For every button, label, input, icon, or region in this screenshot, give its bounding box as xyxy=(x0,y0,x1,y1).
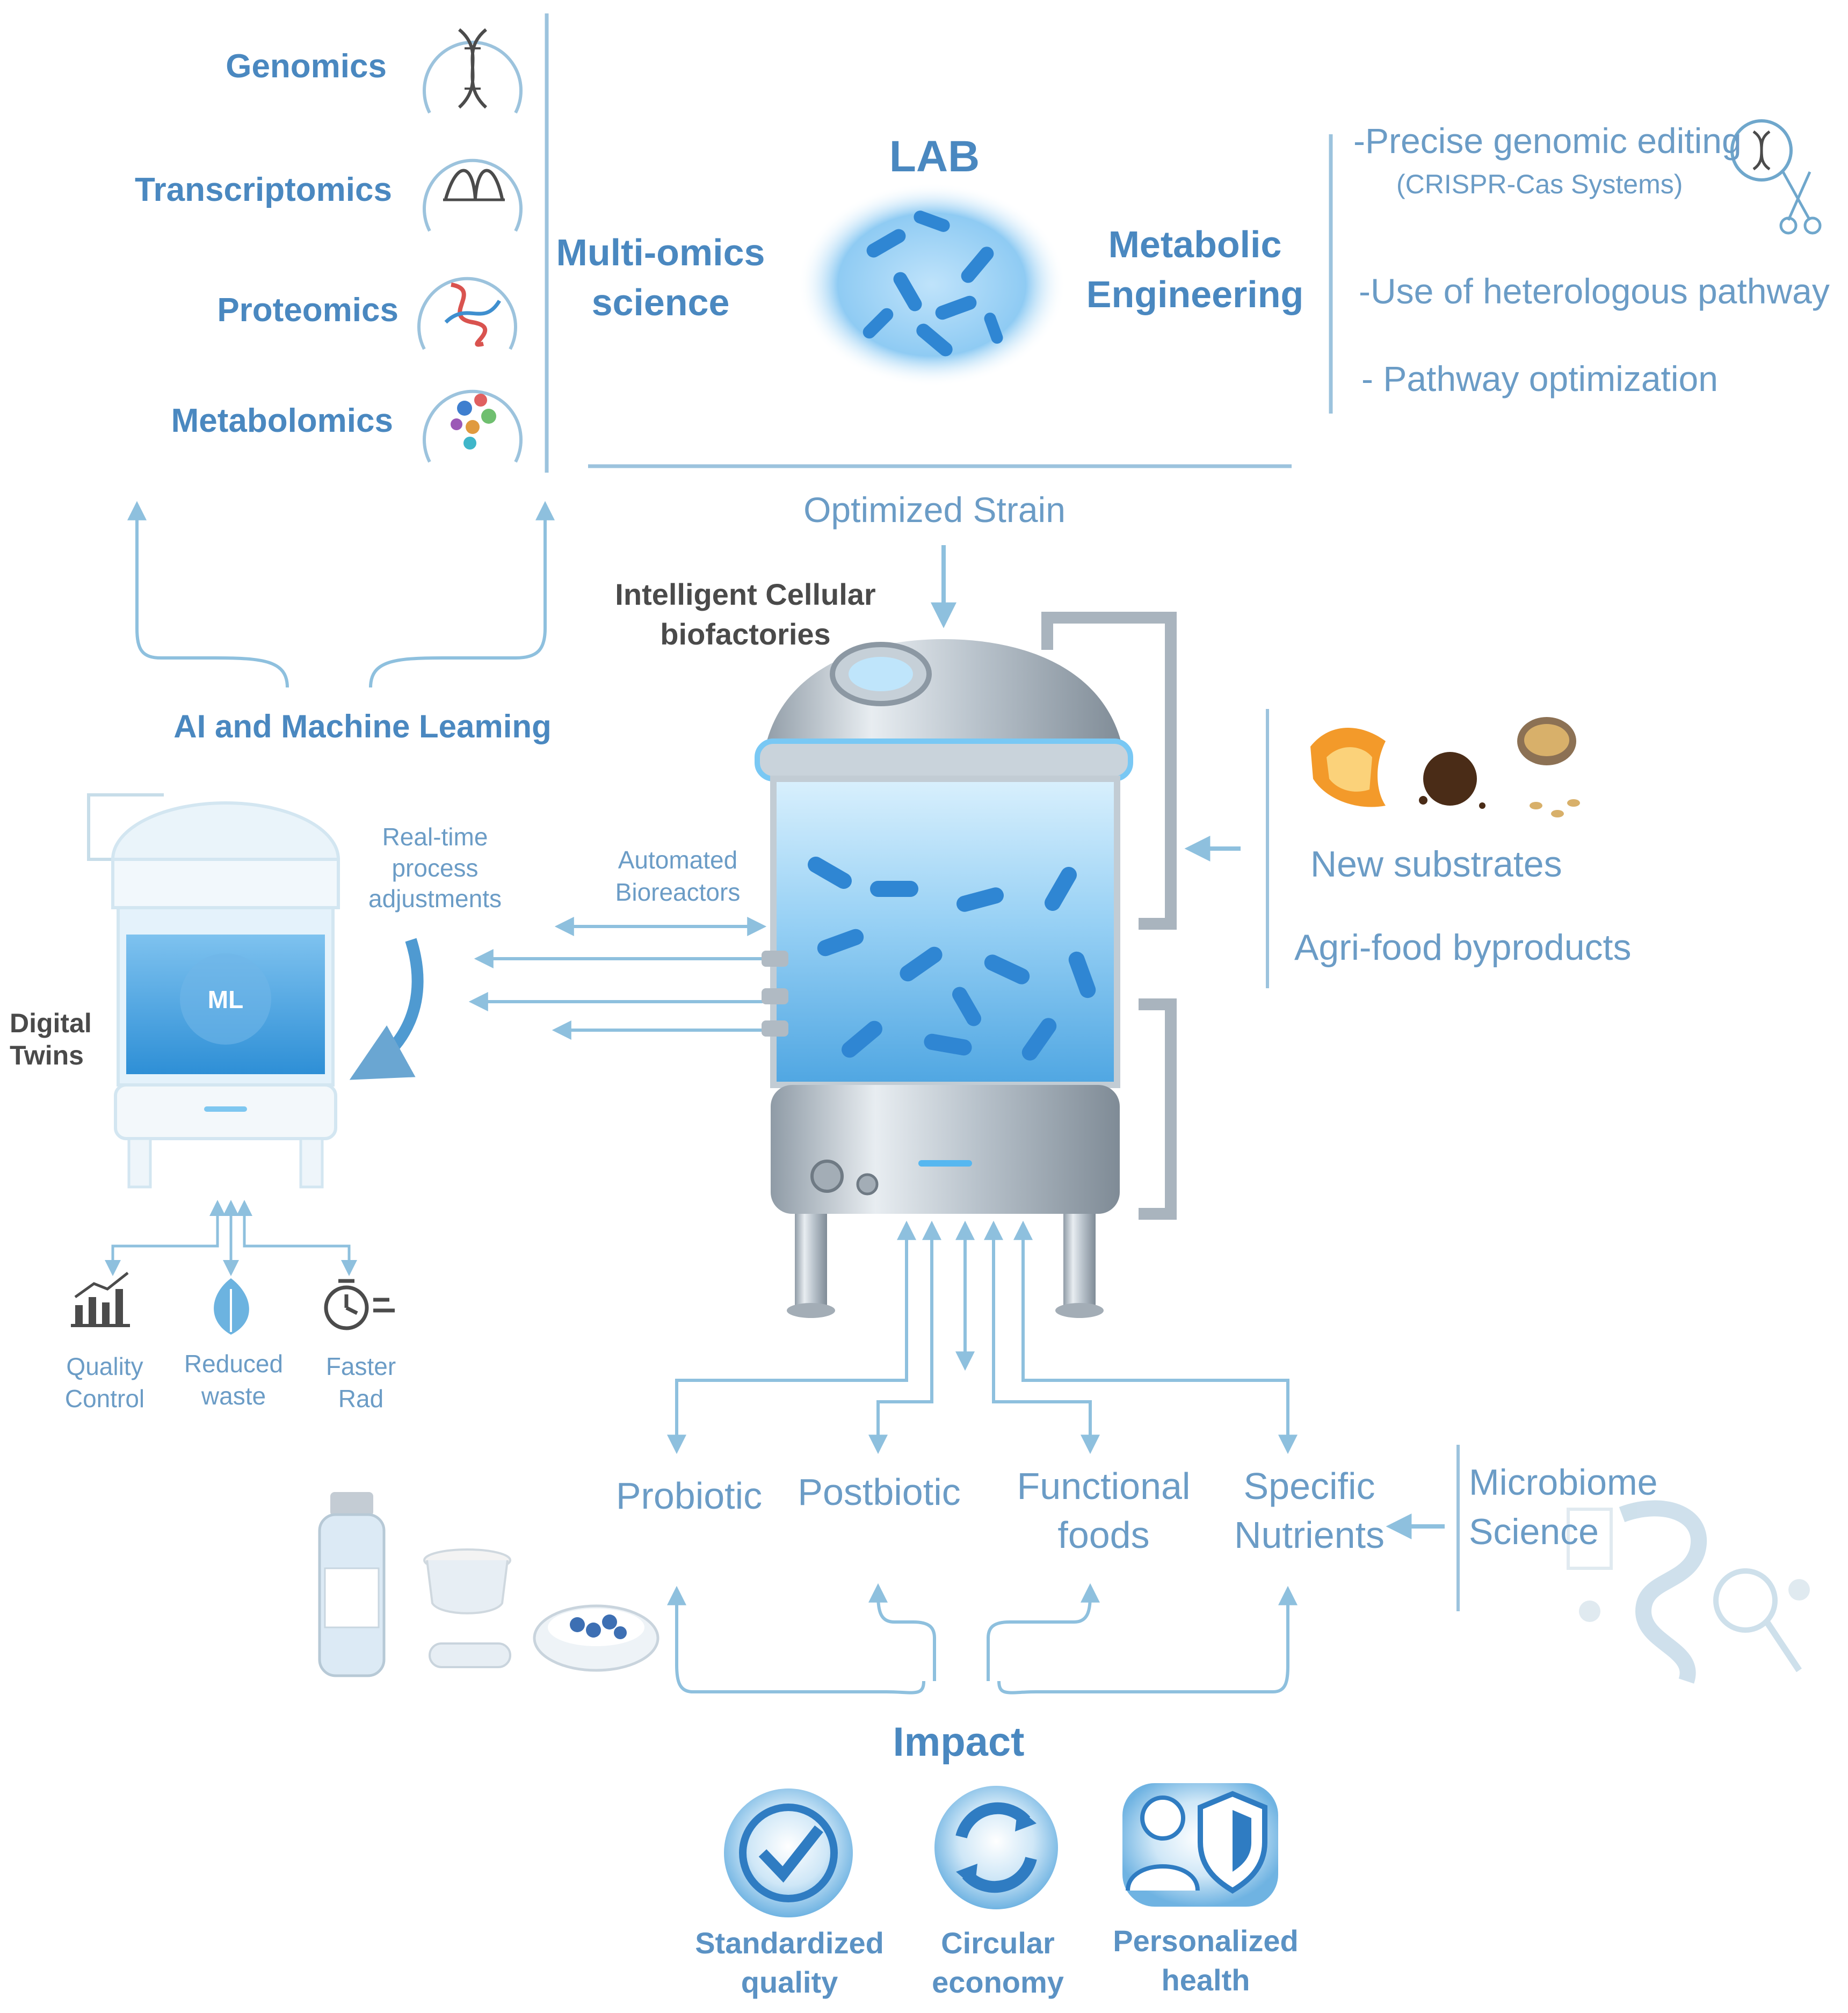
protein-chain-icon xyxy=(417,277,517,350)
benefit-arrows xyxy=(105,1200,357,1276)
impact-quality-line2: quality xyxy=(741,1965,838,1999)
benefit-quality-line1: Quality xyxy=(66,1352,143,1380)
impact-standardized-quality: Standardized quality xyxy=(695,1924,884,2002)
automated-line1: Automated xyxy=(618,846,738,874)
agri-food-byproducts-label: Agri-food byproducts xyxy=(1294,927,1632,968)
omics-metabolomics-label: Metabolomics xyxy=(171,402,393,439)
benefit-waste-line2: waste xyxy=(201,1381,266,1410)
product-arrows xyxy=(667,1220,1298,1454)
realtime-line2: process xyxy=(392,853,479,882)
metabolic-item-crispr: (CRISPR-Cas Systems) xyxy=(1396,169,1683,199)
digital-twins-line2: Twins xyxy=(10,1040,84,1070)
main-bioreactor xyxy=(755,612,1177,1318)
digital-twin-bioreactor xyxy=(87,793,340,1189)
microbiome-science-label: Microbiome Science xyxy=(1469,1458,1657,1557)
rna-transcript-icon xyxy=(423,158,523,232)
circular-arrows-icon xyxy=(934,1786,1058,1909)
impact-health-line2: health xyxy=(1161,1963,1250,1997)
omics-transcriptomics-label: Transcriptomics xyxy=(135,171,392,208)
microbiome-line2: Science xyxy=(1469,1511,1599,1552)
multi-omics-heading: Multi-omics science xyxy=(556,231,765,324)
new-substrates-label: New substrates xyxy=(1310,844,1562,885)
leaf-icon xyxy=(214,1278,249,1335)
impact-health-line1: Personalized xyxy=(1113,1924,1299,1958)
product-functional-line2: foods xyxy=(1057,1514,1150,1556)
gut-microbiome-illustration xyxy=(1567,1500,1810,1684)
metabolic-item-genomic-editing: -Precise genomic editing xyxy=(1353,121,1742,161)
person-shield-icon xyxy=(1122,1783,1278,1907)
product-functional-line1: Functional xyxy=(1017,1465,1191,1507)
benefit-quality-line2: Control xyxy=(64,1384,145,1413)
automated-bioreactors-label: Automated Bioreactors xyxy=(615,844,741,909)
ml-badge: ML xyxy=(207,986,244,1013)
ai-machine-learning-label: AI and Machine Leaming xyxy=(173,708,552,744)
checkmark-icon xyxy=(724,1788,853,1917)
product-nutrients-line2: Nutrients xyxy=(1234,1514,1385,1556)
impact-circular-economy: Circular economy xyxy=(932,1924,1064,2002)
product-functional-foods: Functional foods xyxy=(1017,1462,1191,1560)
impact-circular-line2: economy xyxy=(932,1965,1064,1999)
metabolite-molecules-icon xyxy=(423,389,523,463)
product-specific-nutrients: Specific Nutrients xyxy=(1234,1462,1385,1560)
metabolic-engineering-heading: Metabolic Engineering xyxy=(1086,223,1303,316)
biofactory-title-line1: Intelligent Cellular xyxy=(615,577,876,611)
crispr-scissors-icon xyxy=(1730,119,1822,235)
impact-quality-line1: Standardized xyxy=(695,1926,884,1960)
impact-personalized-health: Personalized health xyxy=(1113,1922,1298,2000)
product-postbiotic: Postbiotic xyxy=(798,1471,961,1513)
digital-twins-line1: Digital xyxy=(10,1008,92,1038)
impact-arrows xyxy=(667,1583,1298,1695)
reactor-link-arrows xyxy=(468,917,767,1040)
metabolic-item-pathway-optimization: - Pathway optimization xyxy=(1361,359,1718,399)
benefit-reduced-waste: Reduced waste xyxy=(184,1348,283,1413)
optimized-strain-label: Optimized Strain xyxy=(803,490,1066,530)
impact-title: Impact xyxy=(893,1719,1025,1765)
metabolic-heading-line1: Metabolic xyxy=(1108,223,1282,265)
omics-genomics-label: Genomics xyxy=(226,48,387,85)
benefit-faster-line1: Faster xyxy=(325,1352,396,1380)
omics-proteomics-label: Proteomics xyxy=(217,292,398,329)
biofactory-title-line2: biofactories xyxy=(660,617,831,651)
metabolic-heading-line2: Engineering xyxy=(1086,273,1304,315)
benefit-faster-line2: Rad xyxy=(338,1384,384,1413)
stopwatch-icon xyxy=(324,1279,395,1330)
lab-bacteria-sphere xyxy=(798,183,1066,387)
realtime-adjustments-label: Real-time process adjustments xyxy=(368,822,502,915)
digital-twins-label: Digital Twins xyxy=(10,1007,92,1071)
bar-chart-icon xyxy=(71,1272,130,1327)
dna-icon xyxy=(423,28,523,114)
multi-omics-heading-line2: science xyxy=(591,281,730,323)
metabolic-item-heterologous: -Use of heterologous pathway xyxy=(1359,271,1830,311)
multi-omics-heading-line1: Multi-omics xyxy=(556,231,765,273)
product-pictures xyxy=(318,1492,660,1677)
benefit-faster-rad: Faster Rad xyxy=(326,1351,396,1415)
automated-line2: Bioreactors xyxy=(615,878,741,906)
impact-circular-line1: Circular xyxy=(941,1926,1055,1960)
realtime-line3: adjustments xyxy=(368,885,502,913)
microbiome-line1: Microbiome xyxy=(1469,1462,1658,1503)
substrate-pictures xyxy=(1310,717,1580,817)
biofactory-title: Intelligent Cellular biofactories xyxy=(615,577,875,652)
lab-title: LAB xyxy=(889,132,980,181)
realtime-adjust-arrow xyxy=(349,938,424,1080)
benefit-quality-control: Quality Control xyxy=(65,1351,144,1415)
product-probiotic: Probiotic xyxy=(615,1475,763,1517)
ai-bracket-arrows xyxy=(127,501,555,688)
realtime-line1: Real-time xyxy=(382,823,488,851)
product-nutrients-line1: Specific xyxy=(1243,1465,1375,1507)
benefit-waste-line1: Reduced xyxy=(184,1350,284,1378)
